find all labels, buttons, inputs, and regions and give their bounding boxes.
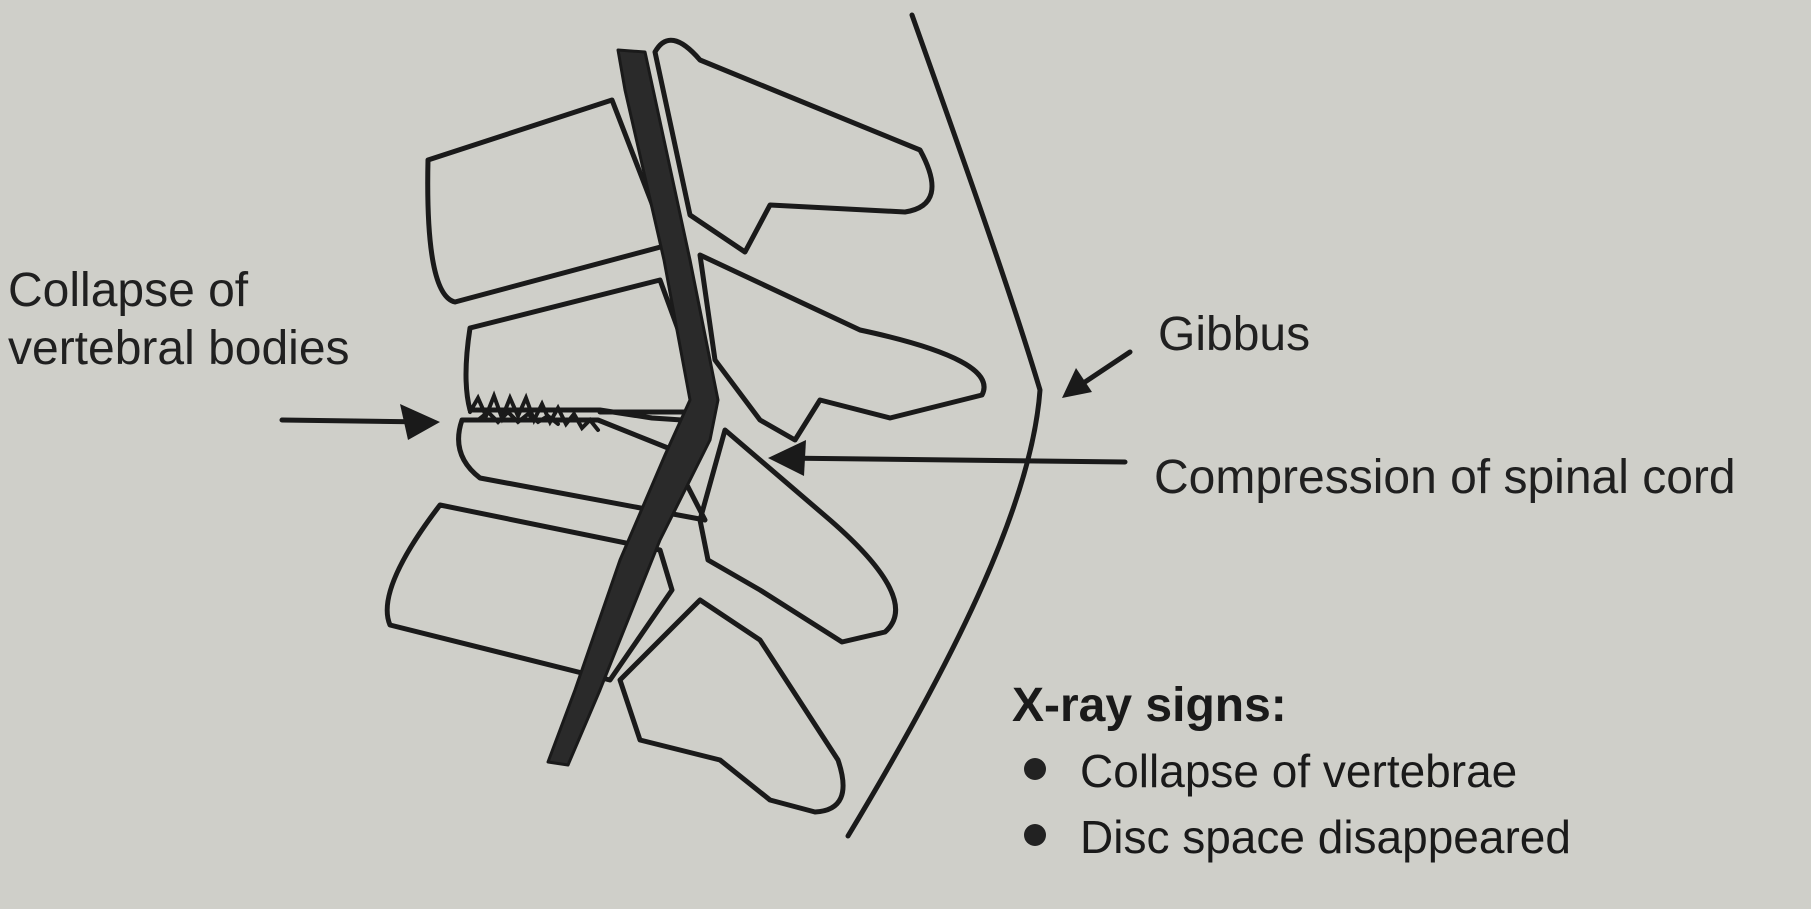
xray-signs-list: Collapse of vertebrae Disc space disappe…: [1012, 738, 1571, 870]
list-item-text: Disc space disappeared: [1080, 811, 1571, 863]
bullet-icon: [1024, 824, 1046, 846]
compression-arrow: [778, 458, 1125, 462]
xray-signs-box: X-ray signs: Collapse of vertebrae Disc …: [1012, 676, 1571, 870]
crushed-bone-marks: [470, 396, 598, 430]
label-gibbus: Gibbus: [1158, 306, 1310, 364]
vertebral-body-upper: [428, 100, 668, 302]
xray-signs-title: X-ray signs:: [1012, 676, 1571, 736]
bullet-icon: [1024, 758, 1046, 780]
list-item: Collapse of vertebrae: [1012, 738, 1571, 804]
list-item-text: Collapse of vertebrae: [1080, 745, 1517, 797]
label-compression-of-spinal-cord: Compression of spinal cord: [1154, 448, 1804, 508]
spinous-process-lowest: [620, 600, 843, 812]
posterior-element-middle: [700, 255, 984, 440]
list-item: Disc space disappeared: [1012, 804, 1571, 870]
collapse-arrowhead: [400, 404, 440, 440]
label-collapse-of-vertebral-bodies: Collapse of vertebral bodies: [8, 262, 368, 378]
spinous-process-upper: [655, 40, 932, 252]
